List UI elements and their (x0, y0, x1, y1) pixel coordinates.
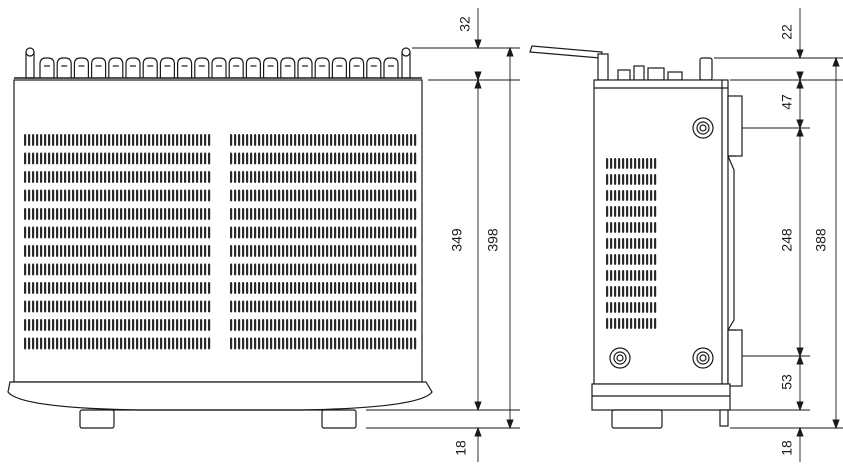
side-view (529, 45, 743, 429)
dim-label-349: 349 (449, 228, 465, 252)
top-view (7, 47, 433, 429)
foot-left (79, 409, 115, 429)
dim-label-248: 248 (779, 228, 795, 252)
top-view-dimensions (366, 8, 520, 462)
dim-label-32: 32 (457, 16, 473, 32)
lower-bracket (727, 329, 743, 387)
side-vent (606, 158, 657, 329)
dim-label-47: 47 (779, 94, 795, 110)
vent-grille-right (230, 134, 417, 350)
dim-label-22: 22 (779, 24, 795, 40)
front-panel (7, 381, 433, 411)
foot-right (321, 409, 357, 429)
antenna (529, 45, 603, 59)
chassis-body (13, 79, 423, 383)
screw-top-right (692, 117, 714, 139)
screw-bottom-left (609, 347, 631, 369)
dim-label-18-side: 18 (779, 440, 795, 456)
screw-bottom-right (692, 347, 714, 369)
dim-label-398: 398 (485, 228, 501, 252)
dim-label-18-top: 18 (453, 440, 469, 456)
upper-bracket (727, 95, 743, 157)
side-foot (611, 409, 663, 429)
vent-grille-left (24, 134, 211, 350)
dim-label-53: 53 (779, 374, 795, 390)
side-view-dimensions (714, 8, 843, 462)
dim-label-388: 388 (813, 228, 829, 252)
side-front-lip (591, 383, 731, 411)
rear-post (699, 57, 713, 81)
rear-terminals (25, 47, 411, 79)
